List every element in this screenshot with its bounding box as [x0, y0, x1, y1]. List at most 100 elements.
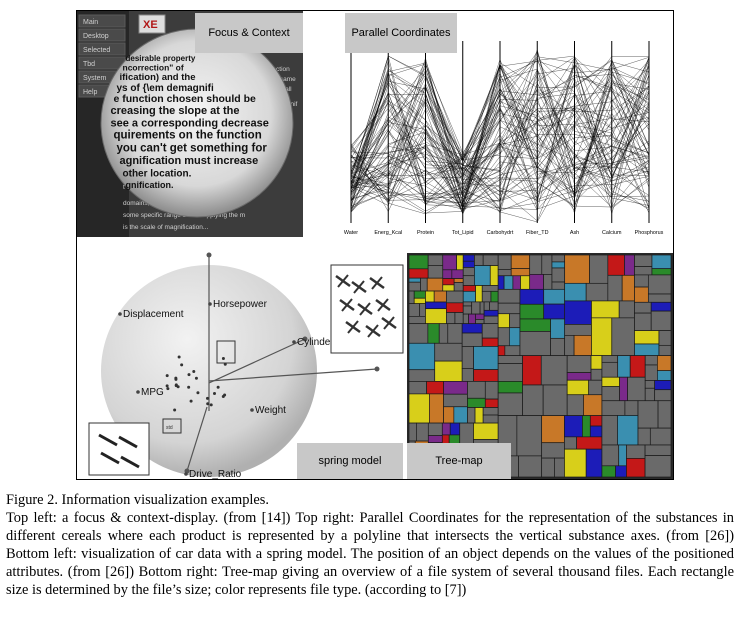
treemap-cell — [443, 406, 455, 424]
treemap-cell — [442, 269, 453, 279]
treemap-cell — [497, 363, 523, 382]
treemap-cell — [446, 312, 456, 325]
treemap-cell — [482, 414, 499, 424]
treemap-cell — [453, 278, 464, 283]
treemap-cell — [519, 331, 551, 356]
treemap-cell — [637, 427, 651, 446]
treemap-cell — [510, 254, 531, 269]
axis-arrowhead — [302, 336, 308, 342]
treemap-cell — [541, 415, 565, 444]
spring-model-plot: DisplacementHorsepowerCylindersMPGWeight… — [88, 252, 404, 479]
data-point — [177, 355, 181, 359]
treemap-cell — [484, 398, 499, 408]
treemap-cell — [467, 397, 486, 408]
treemap-cell — [543, 303, 566, 320]
treemap-cell — [658, 330, 672, 346]
attribute-label: Displacement — [123, 309, 184, 320]
treemap-cell — [497, 381, 523, 394]
axis-label: Energ_Kcal — [374, 230, 402, 236]
treemap-cell — [634, 330, 660, 345]
menu-item-label: Tbd — [83, 61, 95, 68]
treemap-cell — [601, 465, 616, 478]
lens-text-line: gnification. — [126, 180, 174, 190]
attribute-label: Weight — [255, 405, 286, 416]
logo-text: XE — [143, 19, 158, 31]
treemap-cell — [519, 288, 545, 305]
axis-label: Tot_Lipid — [452, 230, 474, 236]
lens-text-line: see a corresponding decrease — [111, 117, 269, 129]
treemap-cell — [481, 337, 499, 347]
treemap-cell — [462, 305, 473, 315]
treemap-cell — [497, 345, 506, 356]
treemap-cell — [554, 457, 565, 478]
caption-body: Top left: a focus & context-display. (fr… — [6, 510, 734, 598]
treemap-cell — [657, 370, 672, 381]
background-text-line: function — [267, 66, 290, 73]
treemap-cell — [474, 407, 484, 424]
treemap-cell — [408, 342, 436, 371]
treemap-cell — [413, 290, 426, 299]
treemap-cell — [462, 313, 469, 325]
anchor-point — [250, 408, 254, 412]
treemap-cell — [634, 301, 652, 314]
glyph — [353, 280, 365, 294]
treemap-cell — [607, 274, 623, 302]
treemap-cell — [456, 254, 464, 271]
treemap-cell — [427, 435, 443, 444]
treemap-cell — [543, 288, 566, 305]
treemap-cell — [461, 323, 483, 334]
treemap-cell — [564, 282, 587, 302]
treemap-cell — [408, 290, 415, 305]
treemap-cell — [497, 269, 512, 277]
axis-label: Carbohydrt — [487, 230, 514, 236]
treemap-cell — [566, 379, 590, 396]
axis-label: Protein — [417, 230, 434, 236]
menu-item-box — [78, 42, 126, 56]
treemap-cell — [497, 302, 521, 315]
treemap-panel: Tree-map — [407, 253, 673, 479]
lens-text-line: ncorrection" of — [123, 62, 184, 72]
treemap-cell — [617, 415, 639, 446]
data-point — [176, 385, 180, 389]
treemap-cell — [522, 355, 542, 386]
treemap-cell — [644, 444, 672, 456]
treemap-cell — [427, 254, 444, 266]
treemap-cell — [427, 265, 444, 279]
treemap-cell — [497, 288, 521, 304]
glyph — [347, 320, 359, 334]
treemap-cell — [508, 327, 521, 347]
treemap-cell — [601, 376, 620, 387]
treemap-cell — [634, 254, 653, 267]
data-point — [165, 374, 169, 378]
treemap-cell — [482, 407, 499, 416]
anchor-point — [208, 302, 212, 306]
treemap-cell — [427, 422, 443, 436]
parallel-coordinates-label: Parallel Coordinates — [345, 13, 457, 53]
treemap-cell — [408, 316, 426, 325]
data-point — [165, 384, 169, 388]
treemap-cell — [519, 318, 551, 332]
attribute-label: Cylinders — [297, 337, 339, 348]
treemap-cell — [585, 448, 603, 478]
treemap-cell — [573, 335, 592, 356]
axis-label: Phosphorus — [635, 230, 664, 236]
treemap-cell — [657, 400, 672, 429]
treemap-cell — [657, 355, 672, 372]
treemap-cell — [550, 318, 566, 339]
treemap-cell — [591, 317, 613, 356]
treemap-cell — [601, 355, 619, 363]
glyph — [359, 302, 371, 316]
treemap-cell — [520, 275, 531, 290]
treemap-cell — [541, 457, 555, 478]
treemap-cell — [479, 301, 485, 315]
treemap-cell — [651, 254, 672, 270]
treemap-cell — [634, 266, 653, 276]
treemap-cell — [467, 381, 486, 399]
axis-arrowhead — [374, 366, 380, 372]
treemap-cell — [443, 381, 468, 395]
data-point — [216, 385, 220, 389]
treemap-cell — [519, 303, 545, 320]
treemap-cell — [566, 355, 592, 373]
